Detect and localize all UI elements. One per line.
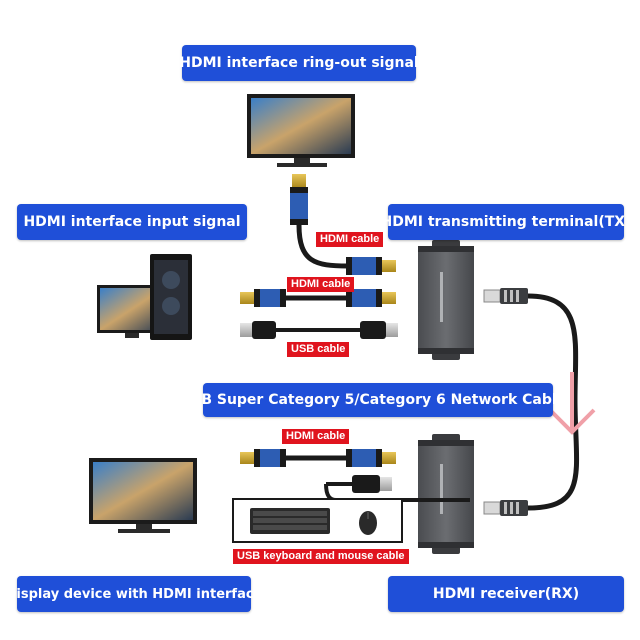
usb-connector-icon xyxy=(352,475,392,493)
usb-connector-icon xyxy=(240,321,276,339)
hdmi-connector-icon xyxy=(346,449,396,467)
rj45-connector-icon xyxy=(483,500,528,516)
hdmi-connector-icon xyxy=(240,449,286,467)
tx-device xyxy=(418,240,474,360)
callout-network: GB Super Category 5/Category 6 Network C… xyxy=(190,383,566,417)
cable-tag-usb: USB cable xyxy=(287,342,350,357)
monitor-icon xyxy=(247,94,355,167)
hdmi-connector-icon xyxy=(240,289,286,307)
mouse-icon xyxy=(359,511,377,535)
down-arrow-icon xyxy=(548,372,596,435)
desktop-pc-icon xyxy=(97,254,192,340)
callout-ring-out: HDMI interface ring-out signal xyxy=(179,45,419,81)
callout-rx: HDMI receiver(RX) xyxy=(388,576,624,612)
keyboard-icon xyxy=(250,508,330,534)
callout-input: HDMI interface input signal xyxy=(17,204,247,240)
usb-connector-icon xyxy=(360,321,398,339)
cable-tag-hdmi-mid: HDMI cable xyxy=(287,277,355,292)
cable-tag-hdmi-top: HDMI cable xyxy=(316,232,384,247)
callout-tx: HDMI transmitting terminal(TX) xyxy=(381,204,631,240)
callout-display: Display device with HDMI interface xyxy=(6,576,262,612)
hdmi-connector-icon xyxy=(290,174,308,225)
rx-device xyxy=(418,434,474,554)
monitor-icon xyxy=(89,458,197,533)
rj45-connector-icon xyxy=(483,288,528,304)
hdmi-connector-icon xyxy=(346,289,396,307)
hdmi-connector-icon xyxy=(346,257,396,275)
cable-tag-usb-kbm: USB keyboard and mouse cable xyxy=(233,549,409,564)
cable-tag-hdmi-bottom: HDMI cable xyxy=(282,429,350,444)
